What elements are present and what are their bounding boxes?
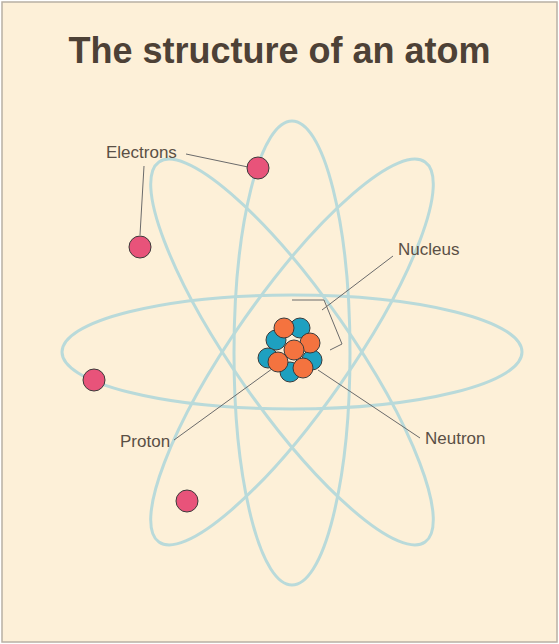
electron [83, 369, 105, 391]
poster-title: The structure of an atom [0, 30, 559, 72]
leader-line [174, 366, 276, 440]
orbit [62, 295, 522, 409]
part-label: Neutron [423, 429, 487, 449]
electron [176, 490, 198, 512]
orbit [111, 129, 472, 576]
part-label: Electrons [104, 143, 179, 163]
proton [268, 352, 288, 372]
electron [129, 236, 151, 258]
orbit [111, 129, 472, 576]
electron [247, 157, 269, 179]
leader-lines [140, 154, 420, 440]
proton [274, 318, 294, 338]
leader-line [318, 370, 420, 438]
leader-line [186, 154, 248, 167]
part-label: Nucleus [396, 240, 461, 260]
orbit [234, 121, 350, 585]
leader-line [140, 166, 144, 235]
leader-line [322, 256, 393, 310]
orbits [62, 121, 522, 585]
part-label: Proton [118, 432, 172, 452]
nucleus [258, 318, 322, 382]
proton [293, 358, 313, 378]
electrons [83, 157, 269, 512]
